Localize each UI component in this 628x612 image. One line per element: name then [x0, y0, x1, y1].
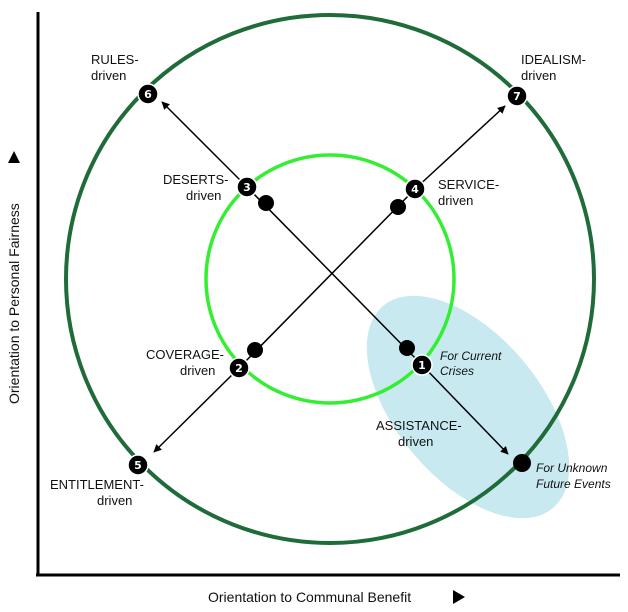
node-1-number: 1 — [418, 359, 426, 372]
node-4-label-line1: SERVICE- — [438, 177, 499, 192]
node-6: 6 — [137, 83, 159, 105]
inner-circle — [204, 153, 456, 405]
node-5-label-line1: ENTITLEMENT- — [50, 477, 144, 492]
node-7: 7 — [506, 85, 528, 107]
annotation-future-line1: For Unknown — [536, 461, 608, 475]
dot-near-2 — [247, 342, 263, 358]
node-4-number: 4 — [411, 183, 419, 196]
node-1: 1 — [411, 354, 433, 376]
dot-near-1 — [399, 340, 415, 356]
dot-near-3 — [258, 195, 274, 211]
node-5-number: 5 — [134, 459, 142, 472]
node-3-label-line2: driven — [186, 188, 221, 203]
node-1-label-line1: ASSISTANCE- — [376, 418, 462, 433]
node-2-label-line2: driven — [180, 363, 215, 378]
outer-circle — [64, 13, 596, 545]
annotation-current-line1: For Current — [440, 349, 502, 363]
y-axis-label: Orientation to Personal Fairness — [6, 203, 22, 404]
arrow-to-5 — [153, 367, 240, 453]
node-3-number: 3 — [243, 181, 251, 194]
node-7-label-line2: driven — [521, 68, 556, 83]
node-7-number: 7 — [513, 90, 521, 103]
connector-3-1 — [246, 186, 423, 366]
node-2-number: 2 — [235, 362, 243, 375]
dot-future — [513, 454, 531, 472]
node-4: 4 — [404, 178, 426, 200]
x-axis-label: Orientation to Communal Benefit — [208, 589, 411, 605]
node-7-label-line1: IDEALISM- — [521, 52, 586, 67]
arrow-to-7 — [414, 105, 506, 190]
connector-2-4 — [238, 188, 416, 369]
node-1-label-line2: driven — [398, 434, 433, 449]
y-axis-arrow-icon — [8, 151, 20, 163]
node-5-label-line2: driven — [97, 493, 132, 508]
annotation-current-line2: Crises — [440, 364, 474, 378]
x-axis-arrow-icon — [453, 590, 465, 604]
node-6-number: 6 — [144, 88, 152, 101]
annotation-future-line2: Future Events — [536, 477, 611, 491]
node-6-label-line1: RULES- — [91, 52, 139, 67]
arrow-to-6 — [161, 101, 248, 188]
node-3: 3 — [236, 176, 258, 198]
node-6-label-line2: driven — [91, 68, 126, 83]
node-3-label-line1: DESERTS- — [163, 172, 229, 187]
node-4-label-line2: driven — [438, 193, 473, 208]
highlight-ellipse — [366, 295, 570, 519]
dot-near-4 — [390, 199, 406, 215]
node-2-label-line1: COVERAGE- — [146, 347, 224, 362]
node-2: 2 — [228, 357, 250, 379]
node-5: 5 — [127, 454, 149, 476]
arrow-to-future — [421, 364, 509, 455]
